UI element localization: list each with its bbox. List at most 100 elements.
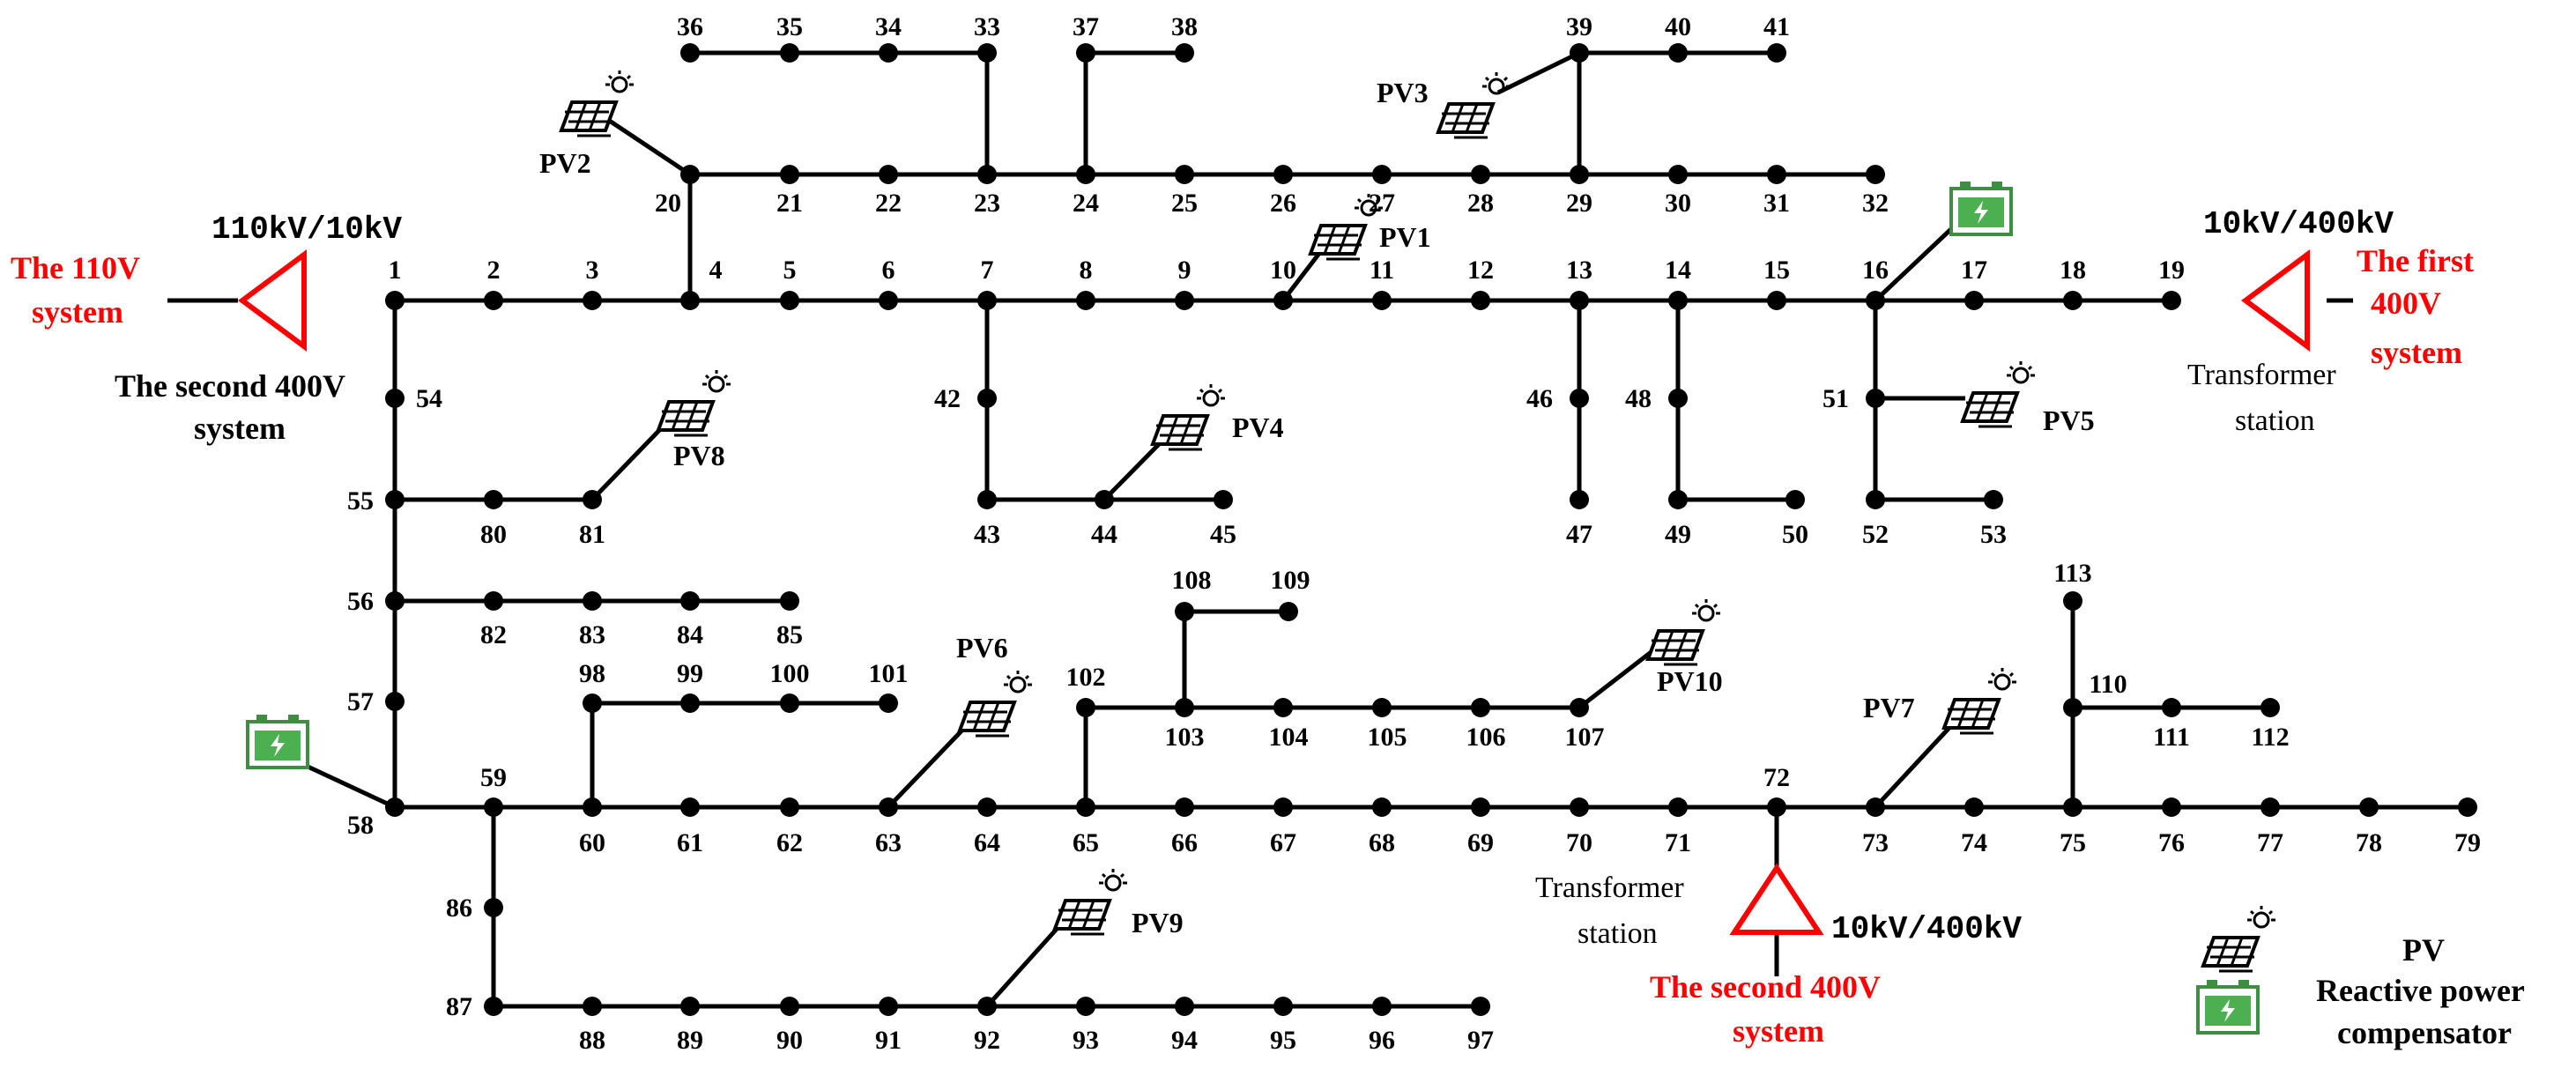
bus-node-84: [680, 591, 700, 611]
pv7-solar-icon: [1942, 666, 2018, 735]
bus-label-20: 20: [655, 189, 681, 218]
bus-label-110: 110: [2089, 670, 2127, 699]
bus-node-76: [2162, 797, 2181, 817]
bus-node-93: [1076, 997, 1095, 1016]
bus-label-69: 69: [1467, 828, 1494, 857]
bus-node-35: [780, 43, 799, 63]
bus-node-15: [1767, 291, 1786, 310]
bus-label-38: 38: [1171, 12, 1198, 41]
bus-label-28: 28: [1467, 189, 1494, 218]
bus-label-34: 34: [875, 12, 902, 41]
compensator-left-icon: [246, 713, 309, 769]
transformer-bottom-icon: [1729, 863, 1824, 935]
bus-label-99: 99: [677, 659, 703, 688]
bus-node-68: [1372, 797, 1392, 817]
bus-node-37: [1076, 43, 1095, 63]
bus-label-46: 46: [1526, 384, 1553, 413]
bus-label-40: 40: [1665, 12, 1691, 41]
bus-label-62: 62: [776, 828, 803, 857]
bus-node-89: [680, 997, 700, 1016]
bus-node-63: [879, 797, 898, 817]
bus-node-26: [1273, 165, 1293, 184]
bus-node-83: [583, 591, 602, 611]
bus-node-60: [583, 797, 602, 817]
bus-label-49: 49: [1665, 520, 1691, 549]
bus-node-40: [1668, 43, 1688, 63]
bus-label-94: 94: [1171, 1026, 1198, 1055]
bus-node-58: [385, 797, 405, 817]
pv8-label: PV8: [673, 440, 725, 471]
station-right-line1: Transformer: [2187, 359, 2336, 391]
bus-label-2: 2: [487, 256, 501, 285]
bus-label-66: 66: [1171, 828, 1198, 857]
first-400v-line1: The first: [2357, 243, 2474, 278]
bus-node-19: [2162, 291, 2181, 310]
bus-label-60: 60: [579, 828, 605, 857]
bus-label-91: 91: [875, 1026, 902, 1055]
bus-node-104: [1273, 698, 1293, 717]
bus-label-71: 71: [1665, 828, 1691, 857]
second-400v-left-line1: The second 400V: [115, 368, 345, 404]
bus-label-10: 10: [1270, 256, 1296, 285]
bus-node-25: [1175, 165, 1194, 184]
bus-node-39: [1570, 43, 1589, 63]
bus-label-77: 77: [2257, 828, 2283, 857]
bus-label-25: 25: [1171, 189, 1198, 218]
bus-node-12: [1471, 291, 1490, 310]
bus-node-45: [1214, 490, 1233, 509]
pv8-solar-icon: [657, 368, 732, 437]
bus-label-44: 44: [1091, 520, 1117, 549]
bus-label-32: 32: [1862, 189, 1889, 218]
bus-label-26: 26: [1270, 189, 1296, 218]
system-110v-label-line1: The 110V: [11, 250, 140, 286]
transformer-110kv-icon: [237, 249, 307, 352]
bus-label-42: 42: [934, 384, 961, 413]
bus-node-78: [2359, 797, 2379, 817]
legend-compensator-icon: [2196, 978, 2260, 1035]
bus-node-66: [1175, 797, 1194, 817]
bus-label-98: 98: [579, 659, 605, 688]
bus-node-109: [1279, 602, 1298, 621]
bus-label-4: 4: [709, 256, 723, 285]
bus-node-92: [977, 997, 997, 1016]
pv7-label: PV7: [1863, 692, 1915, 723]
bus-node-2: [484, 291, 503, 310]
bus-node-75: [2063, 797, 2082, 817]
legend-pv-label: PV: [2402, 932, 2445, 968]
bus-node-95: [1273, 997, 1293, 1016]
bus-label-100: 100: [770, 659, 810, 688]
pv10-solar-icon: [1646, 597, 1722, 666]
bus-node-46: [1570, 389, 1589, 408]
bus-label-43: 43: [974, 520, 1000, 549]
bus-node-88: [583, 997, 602, 1016]
bus-node-71: [1668, 797, 1688, 817]
bus-label-68: 68: [1369, 828, 1395, 857]
bus-node-21: [780, 165, 799, 184]
pv2-label: PV2: [539, 147, 591, 179]
legend-pv-solar-icon: [2201, 904, 2277, 973]
bus-label-13: 13: [1566, 256, 1592, 285]
bus-label-22: 22: [875, 189, 902, 218]
bus-label-89: 89: [677, 1026, 703, 1055]
bus-node-1: [385, 291, 405, 310]
bus-node-56: [385, 591, 405, 611]
bus-label-85: 85: [776, 620, 803, 649]
bus-label-112: 112: [2251, 723, 2289, 752]
bus-label-52: 52: [1862, 520, 1889, 549]
bus-node-65: [1076, 797, 1095, 817]
bus-label-113: 113: [2053, 559, 2091, 588]
bus-label-56: 56: [347, 587, 374, 616]
pv3-solar-icon: [1436, 70, 1512, 139]
bus-label-3: 3: [586, 256, 599, 285]
bus-label-53: 53: [1980, 520, 2007, 549]
pv9-label: PV9: [1132, 907, 1184, 938]
bus-label-108: 108: [1172, 566, 1212, 595]
transformer-bottom-ratio: 10kV/400kV: [1831, 911, 2022, 947]
network-lines: [167, 50, 2468, 1009]
system-110v-label-line2: system: [32, 294, 123, 330]
bus-label-78: 78: [2356, 828, 2382, 857]
bus-label-6: 6: [882, 256, 895, 285]
pv1-label: PV1: [1379, 221, 1431, 253]
transformer-right-ratio: 10kV/400kV: [2203, 206, 2394, 242]
